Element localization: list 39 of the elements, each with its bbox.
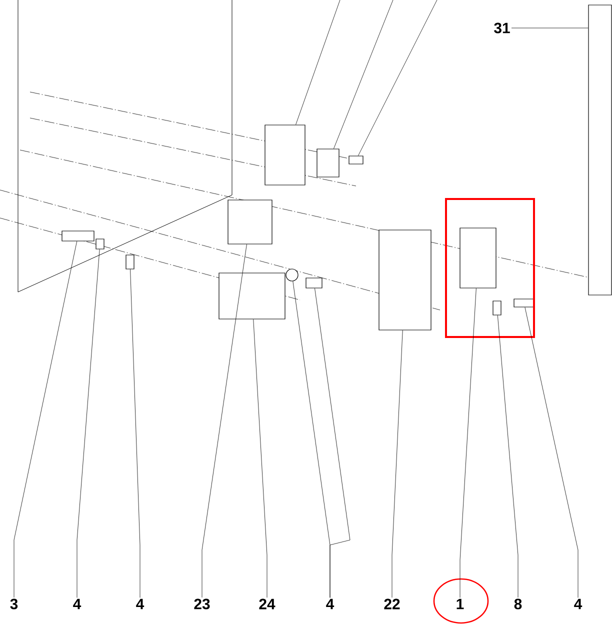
leader-line [392,330,403,598]
leader-line [497,315,518,598]
holder-block-drawing [218,272,286,320]
callout-number: 4 [326,598,334,610]
callout-number: 1 [456,598,464,610]
stem-drawing [492,300,502,316]
callout-number: 24 [259,598,276,610]
leader-line [202,244,247,598]
callout-number: 4 [574,598,582,610]
callout-number: 23 [194,598,210,610]
leader-line [14,241,78,598]
screw-drawing [348,156,364,164]
leader-line [460,288,476,598]
leader-line [253,319,268,598]
callout-number: 8 [514,598,522,610]
fuse-drawing [316,148,340,178]
callout-number: 22 [384,598,400,610]
contactor-drawing [378,230,432,330]
callout-number: 4 [136,598,144,610]
callout-number: 4 [73,598,82,610]
callout-number: 31 [494,22,510,34]
leader-line [130,269,140,598]
leader-line [296,0,340,125]
bolt-drawing [306,278,322,288]
stud-drawing [126,254,134,270]
relay-drawing [228,200,272,244]
leader-line [314,288,350,598]
leader-line [76,249,100,598]
washer-drawing [286,268,298,282]
spacer-drawing [62,230,94,242]
leader-line [524,307,578,598]
leader-line [358,0,438,156]
pin-drawing [514,298,534,308]
leader-line [334,0,394,149]
panel-drawing [588,4,612,296]
nut-drawing [96,238,104,250]
switch-drawing [460,228,496,288]
callout-number: 3 [10,598,18,610]
fuse-holder-drawing [264,124,306,186]
